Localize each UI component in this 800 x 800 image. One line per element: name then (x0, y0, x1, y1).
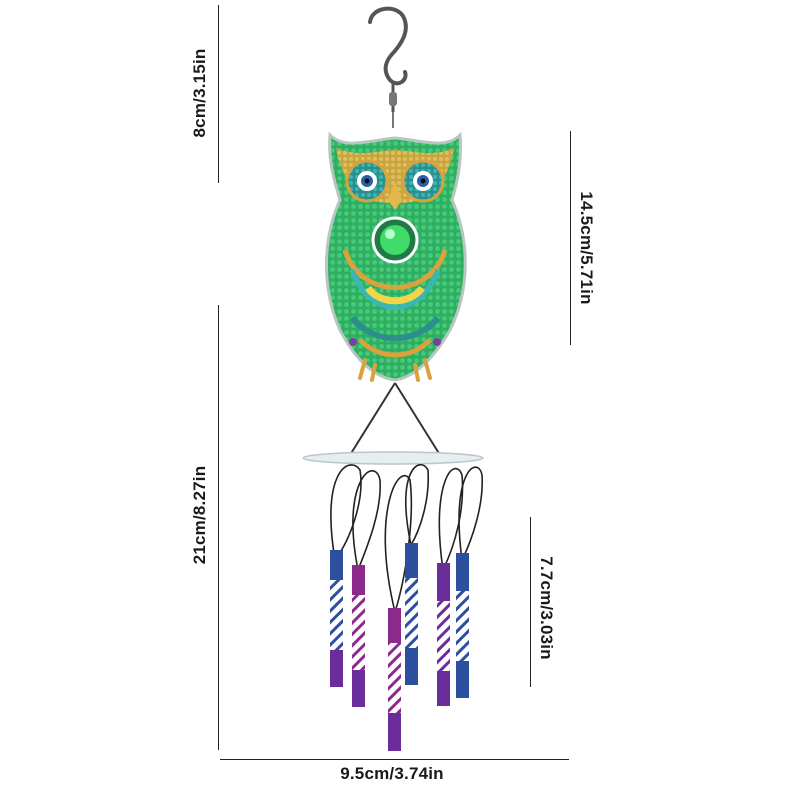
s-hook-icon (368, 6, 408, 128)
total-height-line (218, 305, 219, 750)
owl-diamond-painting (325, 131, 467, 382)
chime-strings (330, 464, 483, 613)
width-label: 9.5cm/3.74in (340, 764, 444, 783)
chime-tube-cap (330, 550, 343, 580)
hook-height-line (218, 5, 219, 183)
hanging-strings (349, 382, 441, 456)
tube-length-line (530, 517, 531, 687)
width-line (220, 759, 569, 760)
acrylic-disc (302, 451, 484, 465)
owl-height-line (570, 131, 571, 345)
chime-tubes (330, 543, 469, 751)
